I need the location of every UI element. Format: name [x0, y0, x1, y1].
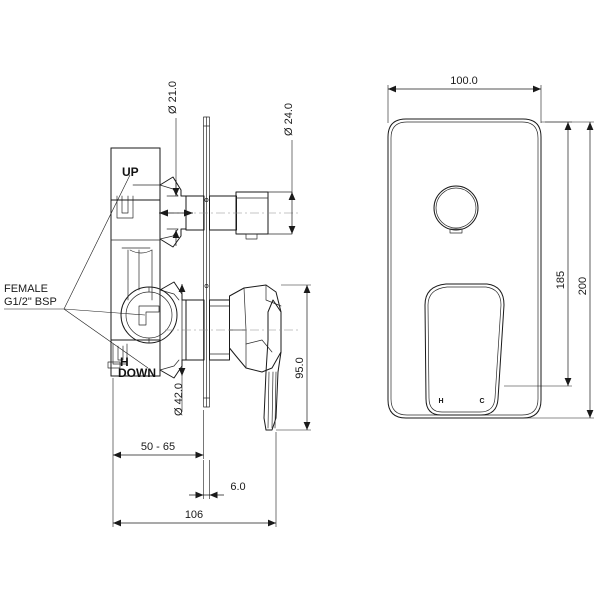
right-front-elevation-view: H C 100.0 185 200 [387, 75, 594, 419]
dimension-185: 185 [504, 121, 572, 387]
label-down: DOWN [118, 366, 156, 380]
label-up: UP [122, 165, 139, 179]
dim-label-dia21: Ø 21.0 [167, 81, 179, 114]
note-female-line1: FEMALE [4, 283, 48, 295]
dim-label-dia42: Ø 42.0 [173, 383, 185, 416]
label-hot-right: H [438, 398, 443, 405]
mixer-lever: H C [424, 283, 505, 416]
dim-label-dia24: Ø 24.0 [283, 103, 295, 136]
dim-label-100: 100.0 [450, 75, 478, 87]
dim-label-95: 95.0 [294, 357, 306, 378]
label-cold-right: C [479, 398, 484, 405]
dimension-dia-42: Ø 42.0 [173, 284, 186, 416]
dim-label-106: 106 [185, 509, 203, 521]
diverter-knob [433, 185, 479, 234]
valve-body [107, 147, 293, 379]
wall-line [203, 116, 210, 408]
dimension-95: 95.0 [276, 284, 311, 431]
dimension-dia-21: Ø 21.0 [159, 81, 193, 246]
dimension-6: 6.0 [189, 460, 246, 499]
note-female-bsp: FEMALE G1/2" BSP [4, 174, 149, 369]
label-hot-left: H [120, 355, 129, 369]
faceplate-inner-edge [390, 121, 539, 416]
dim-label-185: 185 [555, 271, 567, 289]
dim-label-200: 200 [577, 277, 589, 295]
dimension-dia-24: Ø 24.0 [283, 103, 296, 234]
note-female-line2: G1/2" BSP [4, 296, 57, 308]
dimension-106: 106 [112, 432, 277, 527]
left-side-section-view: FEMALE G1/2" BSP UP DOWN H Ø 21.0 [4, 81, 311, 527]
dim-label-50-65: 50 - 65 [141, 441, 175, 453]
dim-label-6: 6.0 [230, 481, 245, 493]
lever-handle [229, 284, 282, 431]
dimension-100: 100.0 [387, 75, 542, 123]
dimension-200: 200 [481, 121, 594, 419]
faceplate-outline [387, 118, 542, 419]
dimension-50-65: 50 - 65 [112, 378, 204, 459]
